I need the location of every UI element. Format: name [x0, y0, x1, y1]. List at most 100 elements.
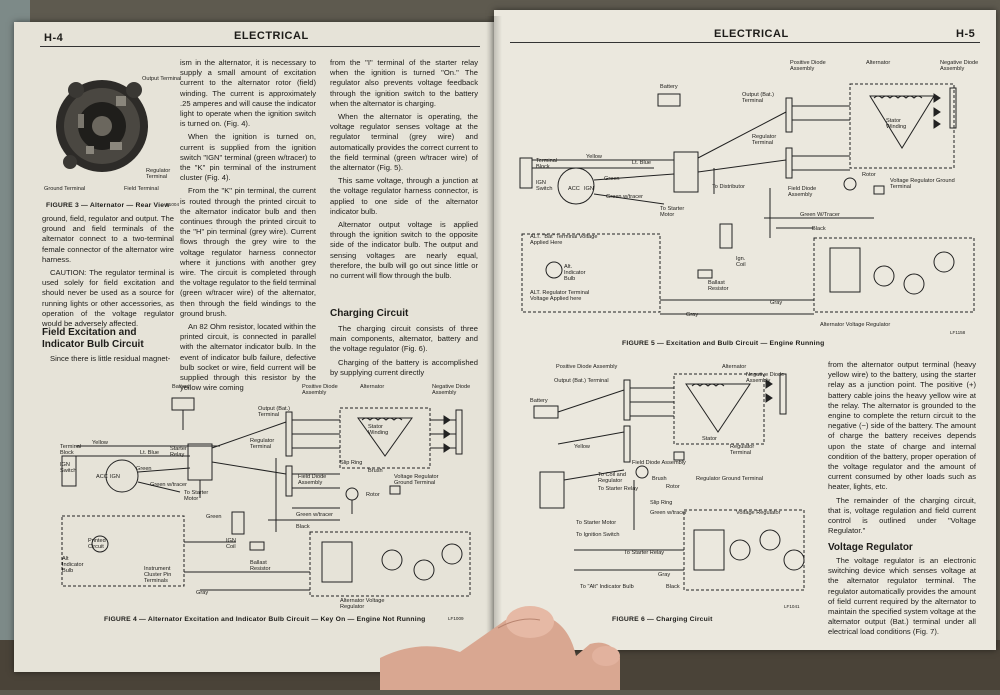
- figure5-code: LF1158: [950, 330, 966, 335]
- fig5-label-ign-coil: Ign. Coil: [736, 256, 746, 269]
- fig5-label-ign-switch: IGN Switch: [536, 180, 553, 193]
- fig5-label-output-terminal: Output (Bat.) Terminal: [742, 92, 775, 105]
- fig4-label-green-vertical: Green: [206, 514, 222, 520]
- fig4-label-acc: ACC: [96, 474, 108, 480]
- fig6-label-brush: Brush: [652, 476, 667, 482]
- left-header-rule: [40, 46, 480, 47]
- paragraph: ground, field, regulator and output. The…: [42, 214, 174, 264]
- section-field-excitation: Field Excitation and Indicator Bulb Circ…: [42, 327, 144, 350]
- paragraph: The charging circuit consists of three m…: [330, 324, 478, 354]
- figure6-caption: FIGURE 6 — Charging Circuit: [612, 616, 713, 623]
- fig4-label-slip-ring: Slip Ring: [340, 460, 363, 466]
- fig4-label-field-diode: Field Diode Assembly: [298, 474, 327, 487]
- fig4-label-regulator-terminal: Regulator Terminal: [250, 438, 275, 451]
- fig6-label-black: Black: [666, 584, 680, 590]
- fig6-label-to-ignition: To Ignition Switch: [576, 532, 620, 538]
- fig5-label-battery: Battery: [660, 84, 678, 90]
- fig6-label-field-diode: Field Diode Assembly: [632, 460, 686, 466]
- fig5-label-positive-diode: Positive Diode Assembly: [790, 60, 826, 73]
- figure4-wiring-diagram: [40, 382, 480, 610]
- paragraph: The remainder of the charging circuit, t…: [828, 495, 976, 536]
- left-page-header: ELECTRICAL: [234, 30, 309, 42]
- fig5-label-gray-2: Gray: [686, 312, 699, 318]
- fig5-label-green: Green: [604, 176, 620, 182]
- fig6-label-slip-ring: Slip Ring: [650, 500, 673, 506]
- paragraph: When the alternator is operating, the vo…: [330, 112, 478, 173]
- fig4-label-to-starter: To Starter Motor: [184, 490, 209, 503]
- paragraph: This same voltage, through a junction at…: [330, 176, 478, 216]
- fig4-label-vr-ground: Voltage Regulator Ground Terminal: [394, 474, 439, 487]
- fig5-label-black: Black: [812, 226, 826, 232]
- fig6-label-vr-ground: Regulator Ground Terminal: [696, 476, 764, 482]
- fig4-label-ign-switch: IGN Switch: [60, 462, 77, 475]
- fig4-label-cluster: Instrument Cluster Pin Terminals: [144, 566, 172, 585]
- fig6-label-stator: Stator: [702, 436, 717, 442]
- fig5-label-lt-blue: Lt. Blue: [632, 160, 651, 166]
- fig5-label-to-starter: To Starter Motor: [660, 206, 685, 219]
- fig5-label-voltage-regulator: Alternator Voltage Regulator: [820, 322, 891, 328]
- fig5-label-green-w-tracer: Green W/Tracer: [800, 212, 840, 218]
- left-col1-text: ground, field, regulator and output. The…: [42, 214, 174, 332]
- fig4-label-green: Green: [136, 466, 152, 472]
- fig4-label-gray: Gray: [196, 590, 209, 596]
- fig5-label-ballast: Ballast Resistor: [708, 280, 729, 293]
- fig6-label-to-starter-relay: To Starter Relay: [598, 486, 639, 492]
- fig5-label-alt-bat: ALT. "Bat" Terminal Voltage Applied Here: [530, 234, 598, 247]
- left-page-number: H-4: [44, 32, 64, 44]
- fig6-label-gray: Gray: [658, 572, 671, 578]
- fig4-label-lt-blue: Lt. Blue: [140, 450, 159, 456]
- fig5-label-to-distributor: To Distributor: [712, 184, 745, 190]
- fig6-label-to-coil: To Coil and Regulator: [598, 472, 626, 485]
- fig4-label-battery: Battery: [172, 384, 190, 390]
- fig5-label-vr-ground: Voltage Regulator Ground Terminal: [890, 178, 955, 191]
- paragraph: Alternator output voltage is applied thr…: [330, 220, 478, 281]
- fig5-label-ign: IGN: [584, 186, 594, 192]
- fig6-label-voltage-regulator: Voltage Regulator: [736, 510, 781, 516]
- fig6-label-regulator-terminal: Regulator Terminal: [730, 444, 755, 457]
- paragraph: Charging of the battery is accomplished …: [330, 357, 478, 377]
- label-ground-terminal: Ground Terminal: [44, 186, 86, 192]
- fig6-label-yellow: Yellow: [574, 444, 590, 450]
- left-col2-text: ism in the alternator, it is necessary t…: [180, 58, 316, 397]
- fig6-label-to-starter-relay-2: To Starter Relay: [624, 550, 665, 556]
- right-col-text: from the alternator output terminal (hea…: [828, 360, 976, 539]
- figure3-code: F1004: [166, 202, 180, 207]
- fig4-label-starter-relay: Starter Relay: [170, 446, 187, 459]
- fig4-label-output-terminal: Output (Bat.) Terminal: [258, 406, 291, 419]
- fig4-label-alt-bulb: Alt Indicator Bulb: [62, 556, 84, 575]
- fig5-label-green-tracer: Green w/tracer: [606, 194, 643, 200]
- hand-holding-page: [380, 598, 620, 690]
- paragraph: ism in the alternator, it is necessary t…: [180, 58, 316, 129]
- fig4-label-printed-circuit: Printed Circuit: [88, 538, 106, 551]
- fig5-label-terminal-block: Terminal Block: [536, 158, 558, 171]
- label-output-terminal: Output Terminal: [142, 76, 182, 82]
- figure5-wiring-diagram: [514, 48, 984, 338]
- fig6-label-output-terminal: Output (Bat.) Terminal: [554, 378, 609, 384]
- fig5-label-regulator-terminal: Regulator Terminal: [752, 134, 777, 147]
- fig6-label-to-starter-motor: To Starter Motor: [576, 520, 617, 526]
- paragraph: An 82 Ohm resistor, located within the p…: [180, 322, 316, 393]
- fig5-label-negative-diode: Negative Diode Assembly: [940, 60, 979, 73]
- left-col3-text: from the "I" terminal of the starter rel…: [330, 58, 478, 284]
- fig5-label-stator: Stator Winding: [886, 118, 907, 131]
- figure4-code: LF1009: [448, 616, 464, 621]
- fig4-label-alternator: Alternator: [360, 384, 385, 390]
- fig4-label-rotor: Rotor: [366, 492, 380, 498]
- label-regulator-terminal: Regulator Terminal: [146, 168, 171, 181]
- fig6-label-green-tracer: Green w/tracer: [650, 510, 687, 516]
- right-header-rule: [510, 42, 980, 43]
- fig6-label-rotor: Rotor: [666, 484, 680, 490]
- fig5-label-gray: Gray: [770, 300, 783, 306]
- fig4-label-green-tracer-2: Green w/tracer: [296, 512, 333, 518]
- fig4-label-yellow: Yellow: [92, 440, 108, 446]
- book-gutter: [486, 16, 502, 666]
- fig6-label-positive-diode: Positive Diode Assembly: [556, 364, 618, 370]
- paragraph: When the ignition is turned on, current …: [180, 132, 316, 183]
- fig4-label-voltage-regulator: Alternator Voltage Regulator: [340, 598, 385, 611]
- figure5-caption: FIGURE 5 — Excitation and Bulb Circuit —…: [622, 340, 825, 347]
- figure3-caption: FIGURE 3 — Alternator — Rear View: [46, 202, 170, 209]
- paragraph: from the "I" terminal of the starter rel…: [330, 58, 478, 108]
- fig5-label-field-diode: Field Diode Assembly: [788, 186, 817, 199]
- fig4-label-ballast: Ballast Resistor: [250, 560, 271, 573]
- fig6-label-to-alt-bulb: To "Alt" Indicator Bulb: [580, 584, 634, 590]
